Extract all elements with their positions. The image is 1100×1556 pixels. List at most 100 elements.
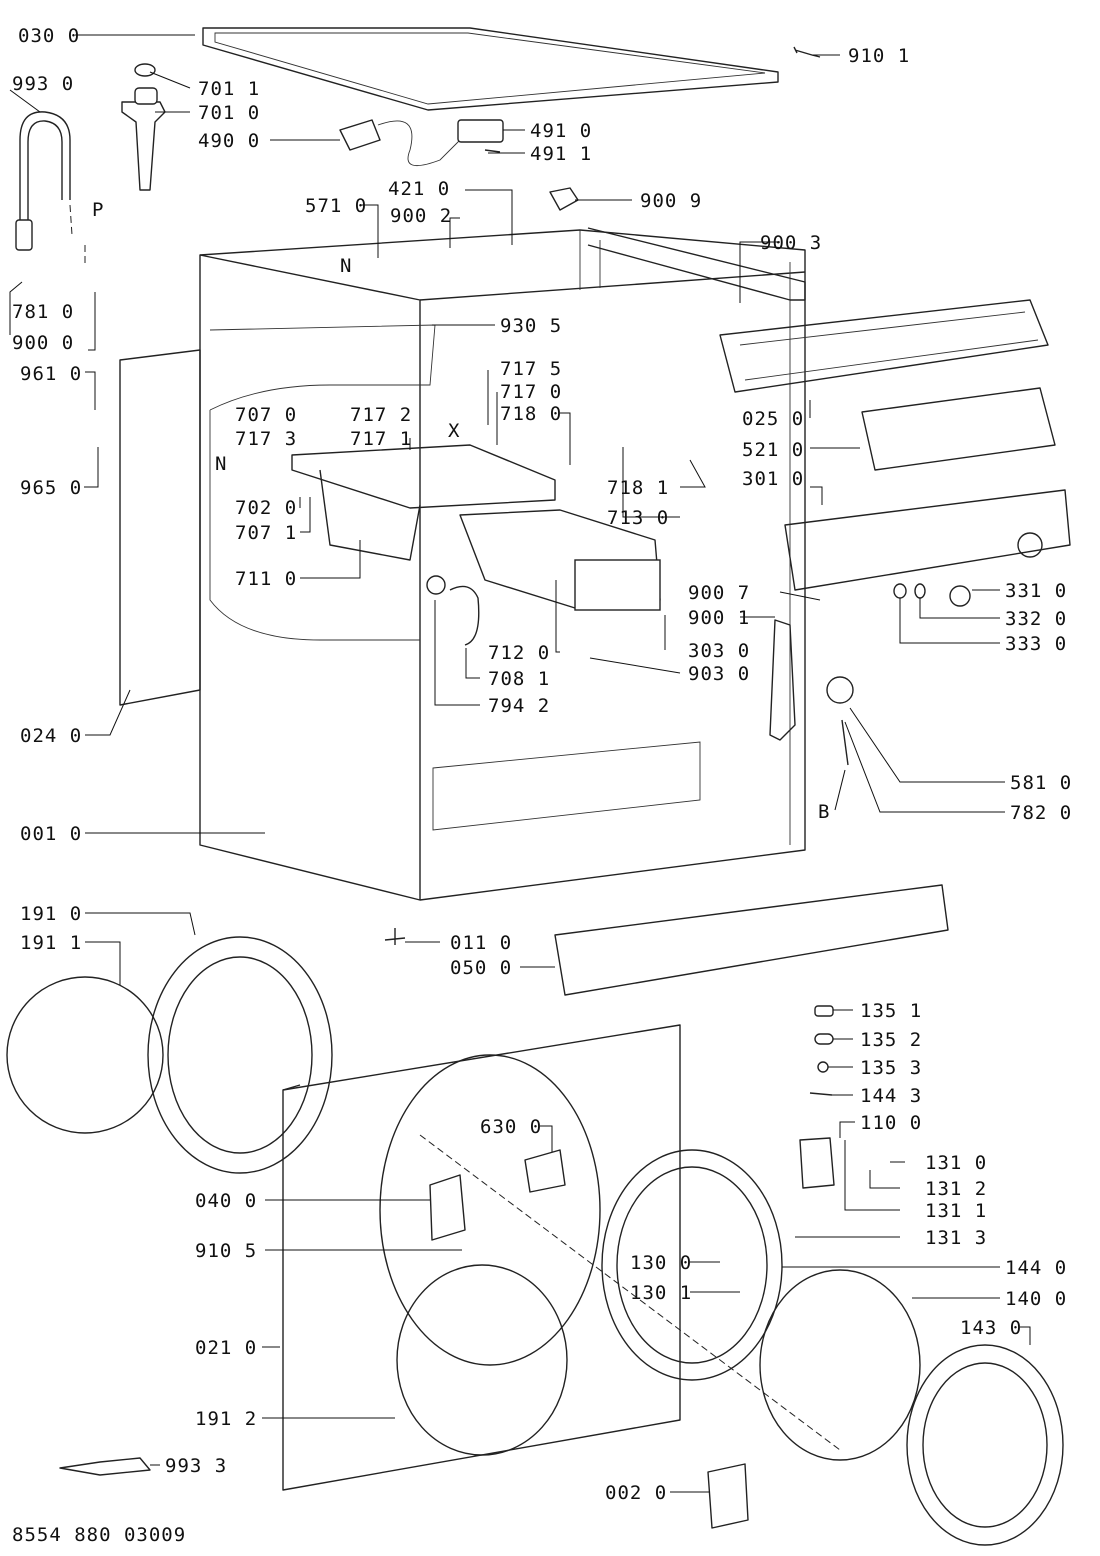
seal-wire-191-1-drawing [6, 976, 164, 1134]
door-handle-drawing [799, 1137, 835, 1189]
callout-900-9: 900 9 [640, 190, 702, 212]
pressure-switch-drawing [826, 676, 854, 766]
callout-718-1: 718 1 [607, 477, 669, 499]
callout-n-lower: N [215, 453, 227, 475]
callout-711-0: 711 0 [235, 568, 297, 590]
callout-labels: 030 0 910 1 993 0 701 1 701 0 490 0 491 … [12, 25, 1072, 1546]
small-parts-drawing [809, 1005, 834, 1096]
callout-024-0: 024 0 [20, 725, 82, 747]
callout-002-0: 002 0 [605, 1482, 667, 1504]
callout-702-0: 702 0 [235, 497, 297, 519]
callout-421-0: 421 0 [388, 178, 450, 200]
callout-332-0: 332 0 [1005, 608, 1067, 630]
power-cord-drawing [339, 119, 461, 167]
card-drawing [707, 1463, 749, 1529]
callout-050-0: 050 0 [450, 957, 512, 979]
callout-910-1: 910 1 [848, 45, 910, 67]
callout-708-1: 708 1 [488, 668, 550, 690]
callout-965-0: 965 0 [20, 477, 82, 499]
door-glass-drawing [759, 1269, 921, 1461]
callout-131-0: 131 0 [925, 1152, 987, 1174]
cabinet-drawing [199, 227, 806, 901]
seal-wire-191-2-drawing [396, 1264, 568, 1456]
callout-521-0: 521 0 [742, 439, 804, 461]
callout-794-2: 794 2 [488, 695, 550, 717]
callout-p: P [92, 199, 104, 221]
door-frame-drawing [601, 1149, 783, 1381]
callout-131-1: 131 1 [925, 1200, 987, 1222]
callout-961-0: 961 0 [20, 363, 82, 385]
callout-143-0: 143 0 [960, 1317, 1022, 1339]
noise-filter-drawing [457, 119, 504, 153]
callout-110-0: 110 0 [860, 1112, 922, 1134]
callout-191-0: 191 0 [20, 903, 82, 925]
callout-707-1: 707 1 [235, 522, 297, 544]
front-panel-drawing [282, 1024, 841, 1491]
callout-131-2: 131 2 [925, 1178, 987, 1200]
callout-717-3: 717 3 [235, 428, 297, 450]
callout-021-0: 021 0 [195, 1337, 257, 1359]
bracket-900-1-drawing [769, 619, 796, 741]
callout-910-5: 910 5 [195, 1240, 257, 1262]
callout-135-3: 135 3 [860, 1057, 922, 1079]
callout-713-0: 713 0 [607, 507, 669, 529]
callout-993-3: 993 3 [165, 1455, 227, 1477]
callout-701-1: 701 1 [198, 78, 260, 100]
callout-900-0: 900 0 [12, 332, 74, 354]
callout-717-2: 717 2 [350, 404, 412, 426]
callout-331-0: 331 0 [1005, 580, 1067, 602]
callout-900-3: 900 3 [760, 232, 822, 254]
callout-712-0: 712 0 [488, 642, 550, 664]
siphon-drawing [121, 63, 166, 191]
callout-011-0: 011 0 [450, 932, 512, 954]
leader-lines [9, 34, 1031, 1493]
callout-900-2: 900 2 [390, 205, 452, 227]
callout-717-1: 717 1 [350, 428, 412, 450]
inlet-hose-drawing [15, 111, 86, 265]
callout-903-0: 903 0 [688, 663, 750, 685]
hinge-drawing [429, 1174, 466, 1241]
callout-025-0: 025 0 [742, 408, 804, 430]
plinth-drawing [554, 884, 949, 996]
callout-b: B [818, 801, 830, 823]
door-outer-ring-drawing [906, 1344, 1064, 1546]
callout-490-0: 490 0 [198, 130, 260, 152]
callout-130-0: 130 0 [630, 1252, 692, 1274]
callout-571-0: 571 0 [305, 195, 367, 217]
callout-781-0: 781 0 [12, 301, 74, 323]
callout-717-5: 717 5 [500, 358, 562, 380]
callout-782-0: 782 0 [1010, 802, 1072, 824]
knobs-drawing [893, 583, 971, 607]
callout-x: X [448, 420, 460, 442]
tool-drawing [59, 1457, 151, 1476]
callout-491-0: 491 0 [530, 120, 592, 142]
callout-930-5: 930 5 [500, 315, 562, 337]
callout-191-1: 191 1 [20, 932, 82, 954]
callout-301-0: 301 0 [742, 468, 804, 490]
callout-707-0: 707 0 [235, 404, 297, 426]
callout-630-0: 630 0 [480, 1116, 542, 1138]
callout-040-0: 040 0 [195, 1190, 257, 1212]
document-number: 8554 880 03009 [12, 1524, 186, 1546]
callout-717-0: 717 0 [500, 381, 562, 403]
callout-900-7: 900 7 [688, 582, 750, 604]
dispenser-drawing [209, 324, 661, 646]
rear-panel-drawing [119, 349, 201, 706]
door-lock-drawing [524, 1149, 566, 1193]
callout-n-upper: N [340, 255, 352, 277]
callout-144-3: 144 3 [860, 1085, 922, 1107]
callout-718-0: 718 0 [500, 403, 562, 425]
callout-140-0: 140 0 [1005, 1288, 1067, 1310]
callout-191-2: 191 2 [195, 1408, 257, 1430]
foot-drawing [384, 928, 406, 945]
callout-491-1: 491 1 [530, 143, 592, 165]
control-panel-frame-drawing [719, 299, 1049, 393]
callout-701-0: 701 0 [198, 102, 260, 124]
callout-581-0: 581 0 [1010, 772, 1072, 794]
callout-333-0: 333 0 [1005, 633, 1067, 655]
callout-144-0: 144 0 [1005, 1257, 1067, 1279]
callout-993-0: 993 0 [12, 73, 74, 95]
control-panel-drawing [784, 489, 1071, 591]
callout-030-0: 030 0 [18, 25, 80, 47]
top-lid-drawing [202, 27, 779, 111]
